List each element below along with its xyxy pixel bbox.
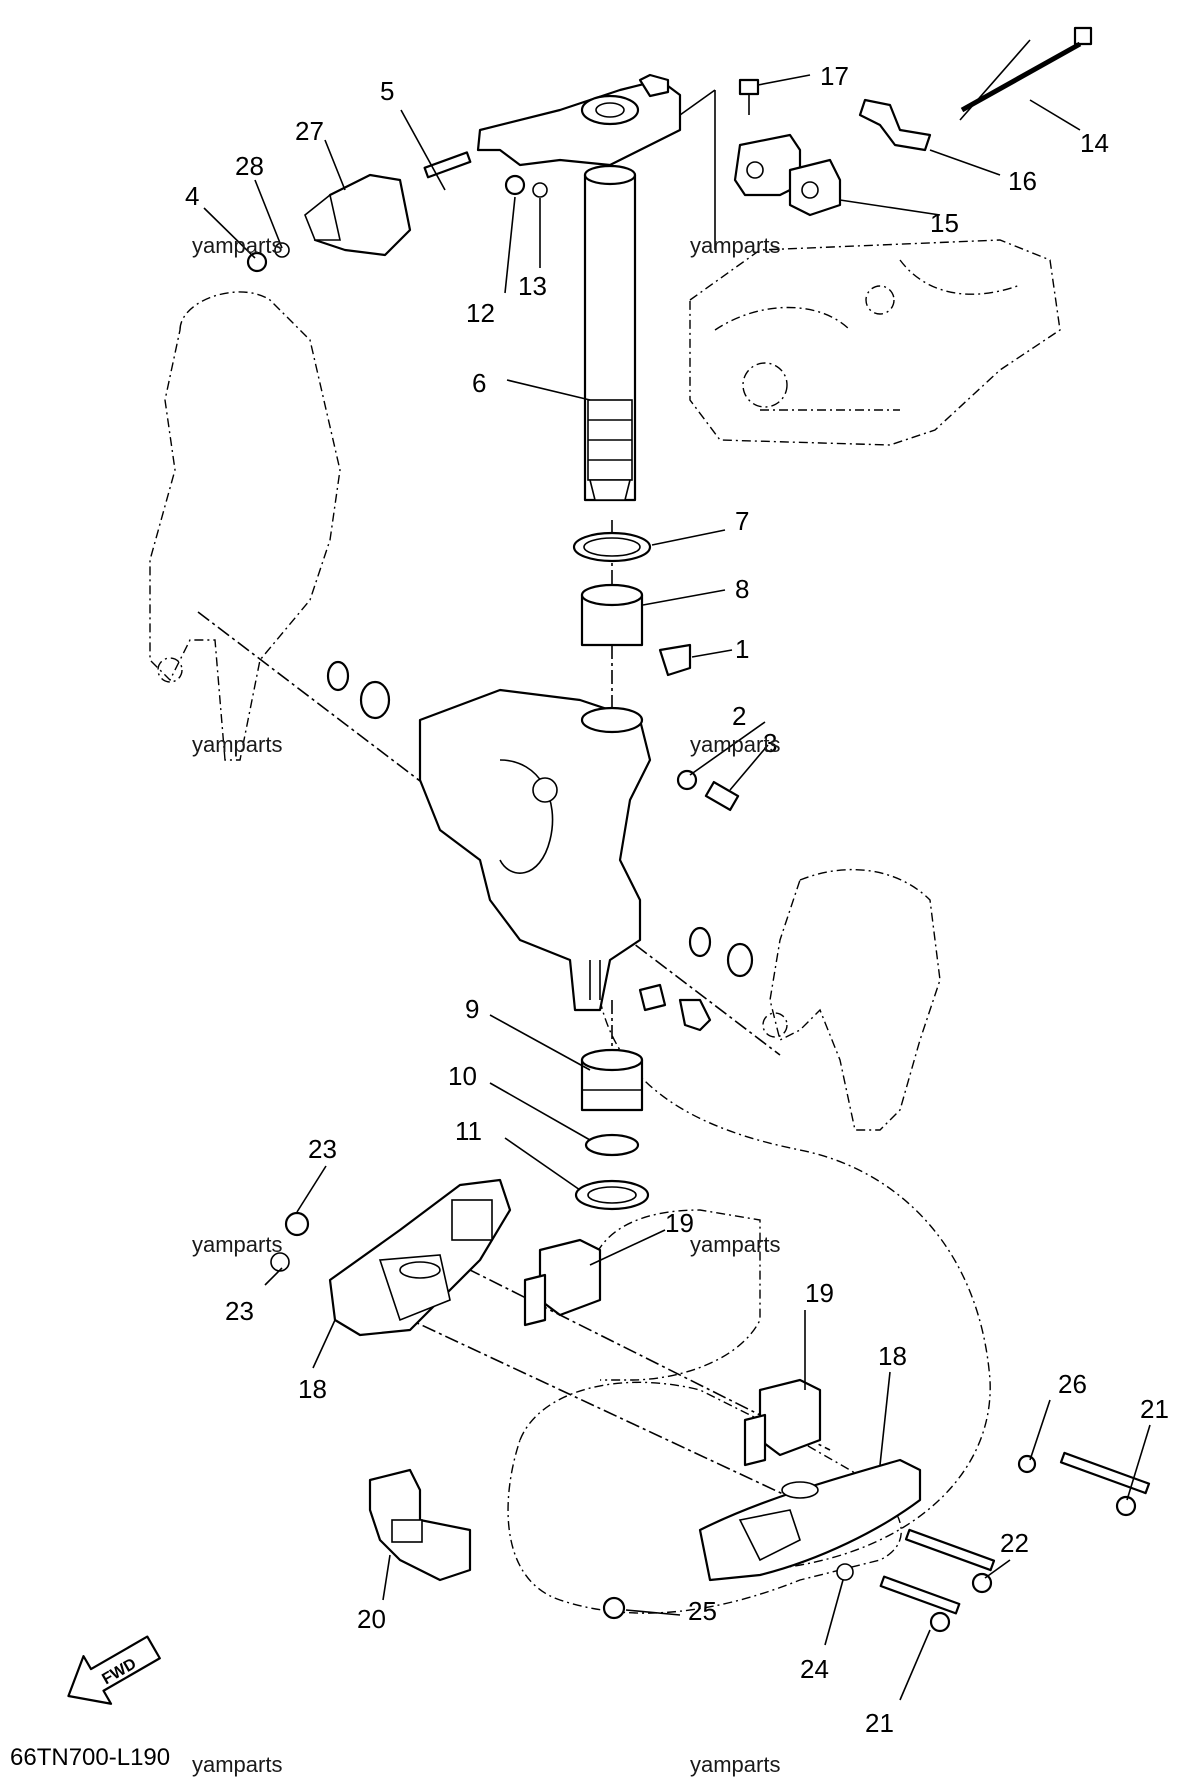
callout-19-lower: 19 xyxy=(805,1278,834,1308)
callout-20: 20 xyxy=(357,1604,386,1634)
callout-21-bottom: 21 xyxy=(865,1708,894,1738)
seal-ring-7 xyxy=(572,531,652,563)
callout-6: 6 xyxy=(472,368,486,398)
swivel-bracket xyxy=(418,688,652,1012)
tilt-tube-spacers xyxy=(326,660,754,978)
grommet-plate-16 xyxy=(858,98,932,152)
long-bolt-14 xyxy=(960,26,1093,113)
watermark: yamparts xyxy=(690,1232,780,1257)
callout-26: 26 xyxy=(1058,1369,1087,1399)
callout-7: 7 xyxy=(735,506,749,536)
callout-24: 24 xyxy=(800,1654,829,1684)
callout-23-top: 23 xyxy=(308,1134,337,1164)
callout-4: 4 xyxy=(185,181,199,211)
watermarks: yamparts yamparts yamparts yamparts yamp… xyxy=(192,233,780,1777)
seal-11 xyxy=(574,1179,650,1211)
callout-14: 14 xyxy=(1080,128,1109,158)
callout-22: 22 xyxy=(1000,1528,1029,1558)
bolts-and-washers-lower xyxy=(270,1211,1151,1633)
callout-25: 25 xyxy=(688,1596,717,1626)
grease-fitting xyxy=(638,983,712,1032)
callout-21-right: 21 xyxy=(1140,1394,1169,1424)
callout-8: 8 xyxy=(735,574,749,604)
upper-bushing-8 xyxy=(580,583,692,677)
callout-13: 13 xyxy=(518,271,547,301)
engine-mount-plate-outline xyxy=(689,239,1061,446)
small-fasteners-top xyxy=(246,78,760,273)
callout-19-upper: 19 xyxy=(665,1208,694,1238)
rubber-mount-19-lower xyxy=(743,1378,822,1467)
callout-18-left: 18 xyxy=(298,1374,327,1404)
callout-11: 11 xyxy=(455,1116,482,1146)
callout-27: 27 xyxy=(295,116,324,146)
callout-16: 16 xyxy=(1008,166,1037,196)
drawing-code: 66TN700-L190 xyxy=(10,1744,170,1771)
upper-mount-housing-18-left xyxy=(328,1178,512,1337)
callout-5: 5 xyxy=(380,76,394,106)
callout-23-bottom: 23 xyxy=(225,1296,254,1326)
callout-9: 9 xyxy=(465,994,479,1024)
watermark: yamparts xyxy=(192,1752,282,1777)
watermark: yamparts xyxy=(690,233,780,258)
callout-3: 3 xyxy=(763,728,777,758)
rubber-mount-19-upper xyxy=(523,1238,602,1327)
lower-mount-housing-18-right xyxy=(698,1458,922,1582)
upper-mount-bracket xyxy=(733,133,842,217)
watermark: yamparts xyxy=(690,732,780,757)
steering-bracket-plate xyxy=(304,173,412,257)
callout-10: 10 xyxy=(448,1061,477,1091)
steering-arm-assembly xyxy=(476,73,682,167)
lower-casing-outline xyxy=(507,999,991,1614)
lower-mount-cover-20 xyxy=(368,1468,472,1582)
callout-12: 12 xyxy=(466,298,495,328)
o-ring-10 xyxy=(584,1133,640,1157)
callout-2: 2 xyxy=(732,701,746,731)
lower-bushing-9 xyxy=(580,1048,644,1112)
watermark: yamparts xyxy=(690,1752,780,1777)
watermark: yamparts xyxy=(192,233,282,258)
steering-shaft xyxy=(583,164,637,502)
watermark: yamparts xyxy=(192,732,282,757)
leader-lines xyxy=(203,74,1151,1701)
callout-17: 17 xyxy=(820,61,849,91)
callout-labels: 5 27 28 4 12 13 6 17 14 16 15 7 8 1 2 3 … xyxy=(185,61,1169,1738)
callout-18-right: 18 xyxy=(878,1341,907,1371)
forward-direction-arrow: FWD xyxy=(67,1635,161,1705)
right-clamp-bracket-outline xyxy=(762,868,941,1131)
callout-28: 28 xyxy=(235,151,264,181)
callout-15: 15 xyxy=(930,208,959,238)
watermark: yamparts xyxy=(192,1232,282,1257)
left-clamp-bracket-outline xyxy=(149,291,341,761)
callout-1: 1 xyxy=(735,634,749,664)
